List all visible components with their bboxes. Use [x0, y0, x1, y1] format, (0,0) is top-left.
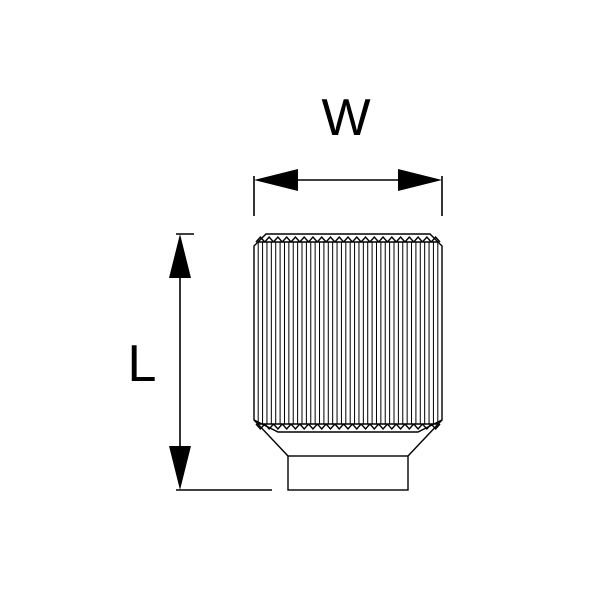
knurl-tooth-bottom	[290, 423, 301, 431]
width-arrow-left	[254, 169, 298, 191]
knurl-tooth-bottom	[299, 423, 310, 431]
shank-boss	[287, 455, 409, 491]
length-arrow-top	[169, 234, 191, 278]
width-arrow-right	[398, 169, 442, 191]
knurl-tooth-bottom	[413, 423, 424, 431]
knurl-tooth-top	[264, 235, 275, 243]
knurl-tooth-bottom	[369, 423, 380, 431]
knurl-tooth-bottom	[334, 423, 345, 431]
knurl-tooth-bottom	[272, 423, 283, 431]
knurl-tooth-top	[395, 235, 406, 243]
knurl-tooth-bottom	[264, 423, 275, 431]
knurl-tooth-top	[325, 235, 336, 243]
knurl-ridges	[255, 235, 441, 431]
knurl-tooth-top	[272, 235, 283, 243]
knurled-head-outline	[253, 233, 443, 433]
knurl-tooth-bottom	[395, 423, 406, 431]
knurl-tooth-top	[290, 235, 301, 243]
knurl-tooth-top	[316, 235, 327, 243]
knurl-tooth-bottom	[281, 423, 292, 431]
knurled-head	[253, 233, 443, 433]
knurl-tooth-bottom	[360, 423, 371, 431]
knurl-tooth-top	[421, 235, 432, 243]
knurl-tooth-bottom	[404, 423, 415, 431]
knurl-tooth-bottom	[325, 423, 336, 431]
knurl-tooth-top	[360, 235, 371, 243]
knurl-tooth-top	[369, 235, 380, 243]
knurl-tooth-top	[281, 235, 292, 243]
shank	[253, 419, 443, 491]
knurl-tooth-top	[351, 235, 362, 243]
width-label: W	[321, 89, 371, 147]
knurl-tooth-bottom	[421, 423, 432, 431]
length-label: L	[127, 335, 157, 393]
knurl-tooth-top	[430, 235, 441, 243]
shank-taper-right	[407, 419, 443, 457]
length-arrow-bottom	[169, 446, 191, 490]
knurl-tooth-bottom	[378, 423, 388, 431]
knurl-tooth-bottom	[386, 423, 397, 431]
knurl-tooth-bottom	[343, 423, 353, 431]
knurl-tooth-bottom	[255, 423, 266, 431]
knurl-tooth-top	[308, 235, 318, 243]
knurl-tooth-top	[404, 235, 415, 243]
knurl-tooth-top	[378, 235, 388, 243]
knurl-tooth-top	[299, 235, 310, 243]
knurl-tooth-bottom	[316, 423, 327, 431]
knurl-tooth-bottom	[430, 423, 441, 431]
knurl-tooth-top	[343, 235, 353, 243]
knurl-tooth-top	[334, 235, 345, 243]
width-dimension	[253, 169, 443, 216]
knurl-tooth-top	[386, 235, 397, 243]
knurl-tooth-bottom	[308, 423, 318, 431]
shank-taper-left	[253, 419, 289, 457]
knurl-tooth-top	[255, 235, 266, 243]
knurl-tooth-bottom	[351, 423, 362, 431]
length-dimension	[169, 233, 272, 491]
knurl-tooth-top	[413, 235, 424, 243]
